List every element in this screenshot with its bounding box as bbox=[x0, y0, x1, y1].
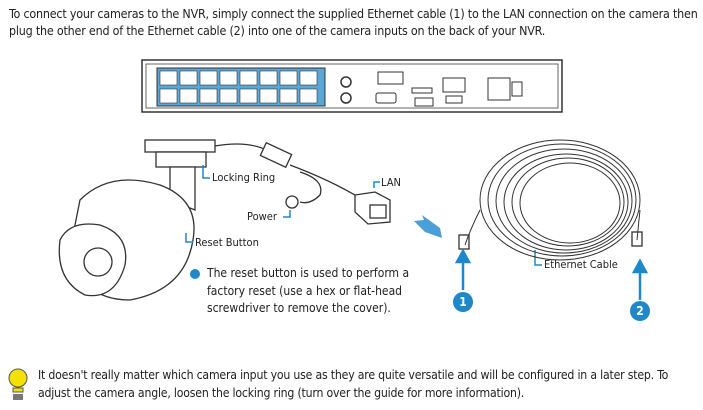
ethernet-cable-coil bbox=[458, 139, 643, 261]
intro-text: To connect your cameras to the NVR, simp… bbox=[9, 6, 698, 38]
nvr-back-panel bbox=[141, 59, 563, 113]
tip-text: It doesn't really matter which camera in… bbox=[38, 368, 669, 400]
lightbulb-icon bbox=[8, 368, 28, 400]
label-reset-button: Reset Button bbox=[195, 236, 259, 249]
bullet-camera bbox=[58, 139, 391, 301]
label-ethernet-cable: Ethernet Cable bbox=[544, 258, 618, 271]
bullet-dot bbox=[190, 269, 200, 279]
blue-arrow bbox=[414, 215, 442, 238]
label-lan: LAN bbox=[381, 176, 401, 189]
marker-1: 1 bbox=[453, 292, 473, 312]
marker-2: 2 bbox=[630, 301, 650, 321]
reset-note: The reset button is used to perform a fa… bbox=[207, 266, 410, 315]
label-locking-ring: Locking Ring bbox=[212, 171, 276, 184]
label-power: Power bbox=[247, 210, 277, 223]
